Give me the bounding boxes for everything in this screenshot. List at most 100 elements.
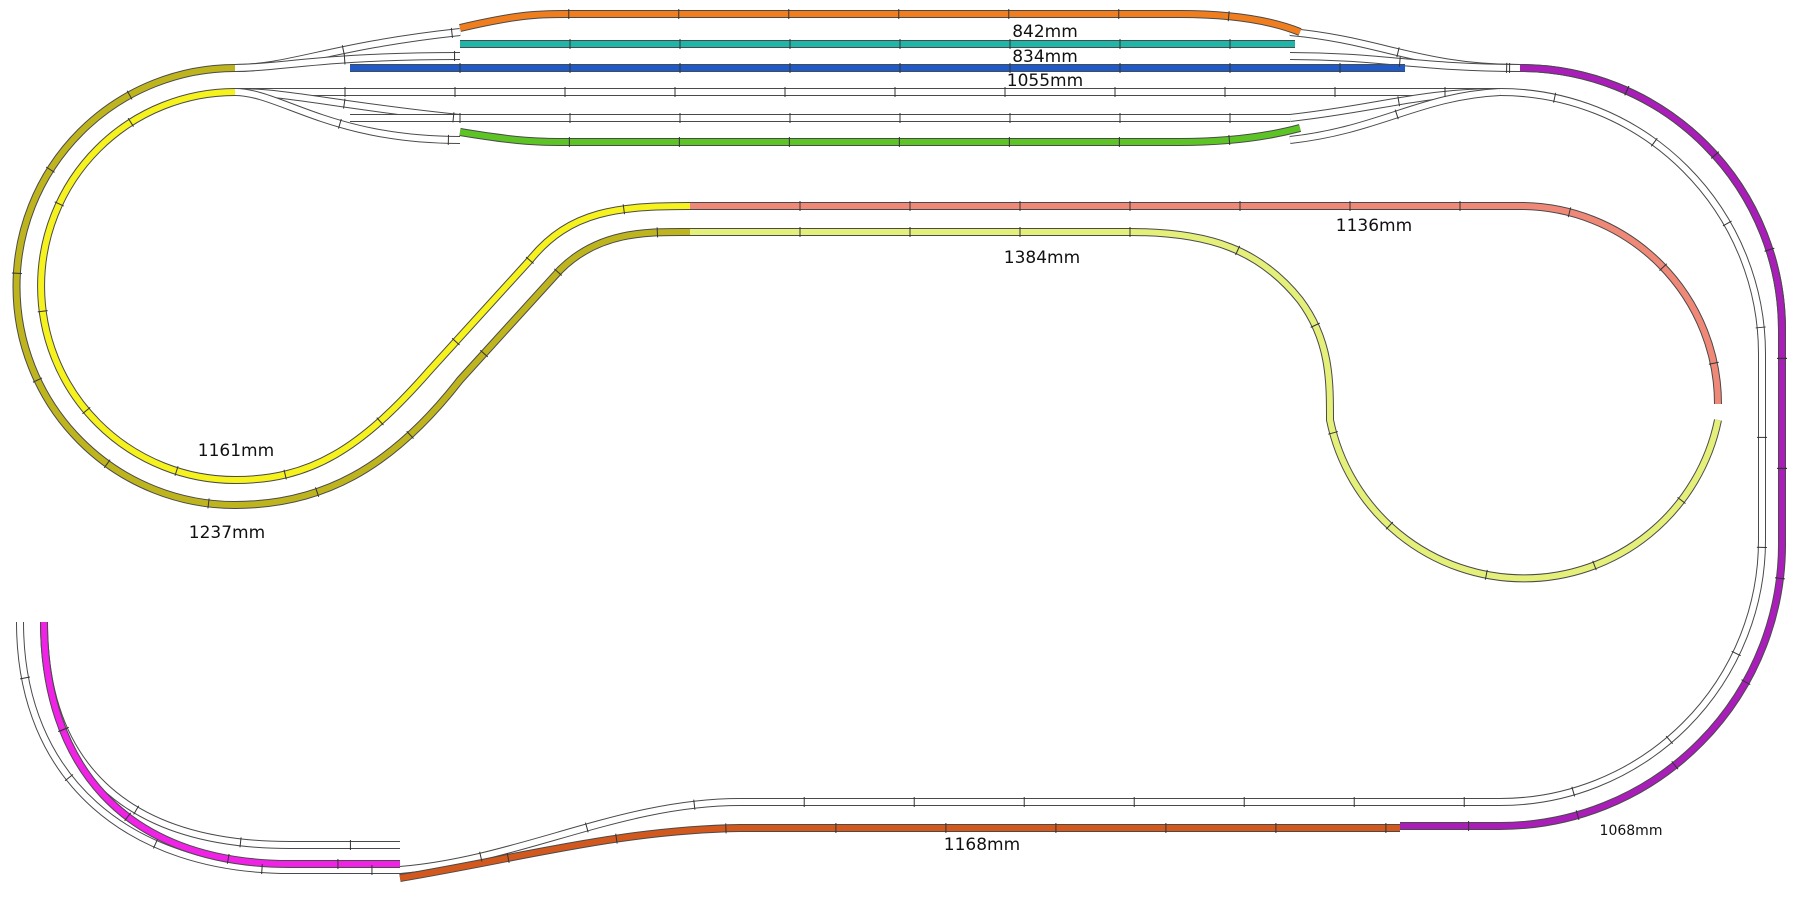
track-purple-track-joint <box>1575 810 1580 821</box>
track-salmon-track-joint <box>1659 263 1668 272</box>
plain-main-return-joint <box>20 676 31 680</box>
track-yellow-loop-joint <box>283 469 287 480</box>
track-purple-track-joint <box>1764 247 1775 252</box>
plain-main-return-joint <box>1755 326 1766 329</box>
track-lime-track-joint <box>1592 560 1597 571</box>
colored-track-group <box>12 10 1787 882</box>
track-yellow-loop-joint <box>37 310 48 313</box>
plain-throat-left-c-joint <box>452 112 455 123</box>
plain-main-return-joint <box>1665 735 1674 745</box>
track-olive-loop-joint <box>479 349 489 358</box>
track-yellow-loop-joint <box>127 117 134 127</box>
track-purple-track-joint <box>1671 761 1679 770</box>
track-lime-track-joint <box>1484 569 1488 580</box>
track-lime-track-joint <box>1235 245 1241 256</box>
track-purple-track-joint <box>1741 679 1751 686</box>
plain-throat-right-b-joint <box>1398 56 1401 67</box>
plain-main-return-joint <box>1571 786 1576 797</box>
plain-throat-right-d-joint <box>1394 109 1399 120</box>
track-yellow-loop-joint <box>174 466 179 476</box>
plain-throat-left-a-joint <box>450 27 453 38</box>
plain-main-return-joint <box>1650 137 1658 147</box>
plain-main-return <box>17 89 1765 873</box>
track-siding-orange <box>459 11 1302 35</box>
track-olive-loop-joint <box>406 430 414 439</box>
plain-throat-left-c-joint <box>343 98 346 109</box>
track-magenta-track-joint <box>57 727 68 733</box>
track-olive-loop-joint <box>553 268 563 276</box>
segment-label-group: 842mm 834mm 1055mm 1161mm 1237mm 1136mm 1384mm… <box>189 22 1663 855</box>
plain-main-return-joint <box>1722 220 1732 227</box>
track-purple-track-joint <box>1710 151 1720 159</box>
label-lime-track: 1384mm <box>1004 248 1080 268</box>
plain-track-group <box>16 28 1786 874</box>
track-salmon-track <box>690 203 1721 405</box>
track-purple-track-joint <box>1624 85 1630 96</box>
track-olive-loop-joint <box>32 377 43 383</box>
track-purple-track <box>1400 65 1786 829</box>
track-lime-track-joint <box>1328 431 1339 435</box>
plain-throat-left-b <box>234 53 461 71</box>
plain-lower-left-joint <box>239 837 242 848</box>
label-purple-track: 1068mm <box>1600 823 1663 839</box>
track-lime-track-outline <box>690 228 1722 583</box>
track-yellow-loop-joint <box>622 204 626 215</box>
track-siding-green-joint <box>1228 134 1231 145</box>
track-joint-group <box>11 9 1787 875</box>
plain-throat-right-c-joint <box>1397 96 1401 107</box>
track-salmon-track-joint <box>1708 361 1719 365</box>
plain-main-return-joint <box>152 839 158 849</box>
label-siding-teal: 834mm <box>1012 47 1078 67</box>
label-olive-loop: 1237mm <box>189 523 265 543</box>
track-olive-loop-joint <box>103 459 111 469</box>
track-yellow-loop-joint <box>82 406 91 415</box>
plain-throat-left-a-joint <box>341 45 345 56</box>
track-magenta-track-outline <box>40 621 400 868</box>
plain-throat-right-b <box>1289 53 1521 71</box>
plain-main-return-joint <box>1553 92 1557 103</box>
plain-main-return-joint <box>261 864 263 875</box>
track-yellow-loop-joint <box>525 256 534 264</box>
track-rust-track-joint <box>615 833 618 844</box>
track-olive-loop-joint <box>11 272 22 275</box>
track-yellow-loop <box>38 89 691 484</box>
track-magenta-track-joint <box>226 853 230 864</box>
track-salmon-track-joint <box>1567 207 1572 218</box>
track-yellow-loop-outline <box>37 88 691 485</box>
plain-lower-left-joint <box>133 805 140 815</box>
plain-throat-right-a-joint <box>1396 47 1400 58</box>
plain-main-return-joint <box>64 774 74 782</box>
label-siding-orange: 842mm <box>1012 22 1078 42</box>
label-siding-blue: 1055mm <box>1007 71 1083 91</box>
track-olive-loop-joint <box>314 487 320 497</box>
track-lime-track-joint <box>1310 322 1320 328</box>
track-magenta-track-joint <box>124 812 132 822</box>
track-purple-track-joint <box>1774 577 1785 580</box>
track-lime-track <box>690 229 1721 582</box>
track-siding-orange-joint <box>1227 11 1230 22</box>
track-siding-green <box>459 125 1301 145</box>
track-olive-loop-joint <box>126 90 133 100</box>
track-lime-track-joint <box>1385 521 1394 530</box>
track-lime-track-joint <box>1677 497 1686 504</box>
plain-throat-left-d <box>234 89 461 143</box>
plain-throat-left-b-joint <box>343 54 346 65</box>
track-yellow-loop-joint <box>376 417 384 426</box>
track-magenta-track <box>41 621 400 867</box>
track-olive-loop-joint <box>45 166 55 173</box>
plain-throat-left-d-joint <box>338 118 342 129</box>
plain-main-return-joint <box>693 799 696 810</box>
plain-throat-right-d <box>1289 89 1501 143</box>
track-olive-loop <box>13 65 691 509</box>
label-rust-track: 1168mm <box>944 835 1020 855</box>
label-salmon-track: 1136mm <box>1336 216 1412 236</box>
label-yellow-loop: 1161mm <box>198 441 274 461</box>
track-yellow-loop-joint <box>54 201 64 207</box>
plain-main-return-joint <box>479 851 483 862</box>
track-olive-loop-joint <box>207 498 210 509</box>
plain-main-return-joint <box>585 822 589 833</box>
plain-main-return-joint <box>1731 650 1741 657</box>
track-rust-track <box>399 825 1400 881</box>
track-yellow-loop-joint <box>451 337 460 346</box>
